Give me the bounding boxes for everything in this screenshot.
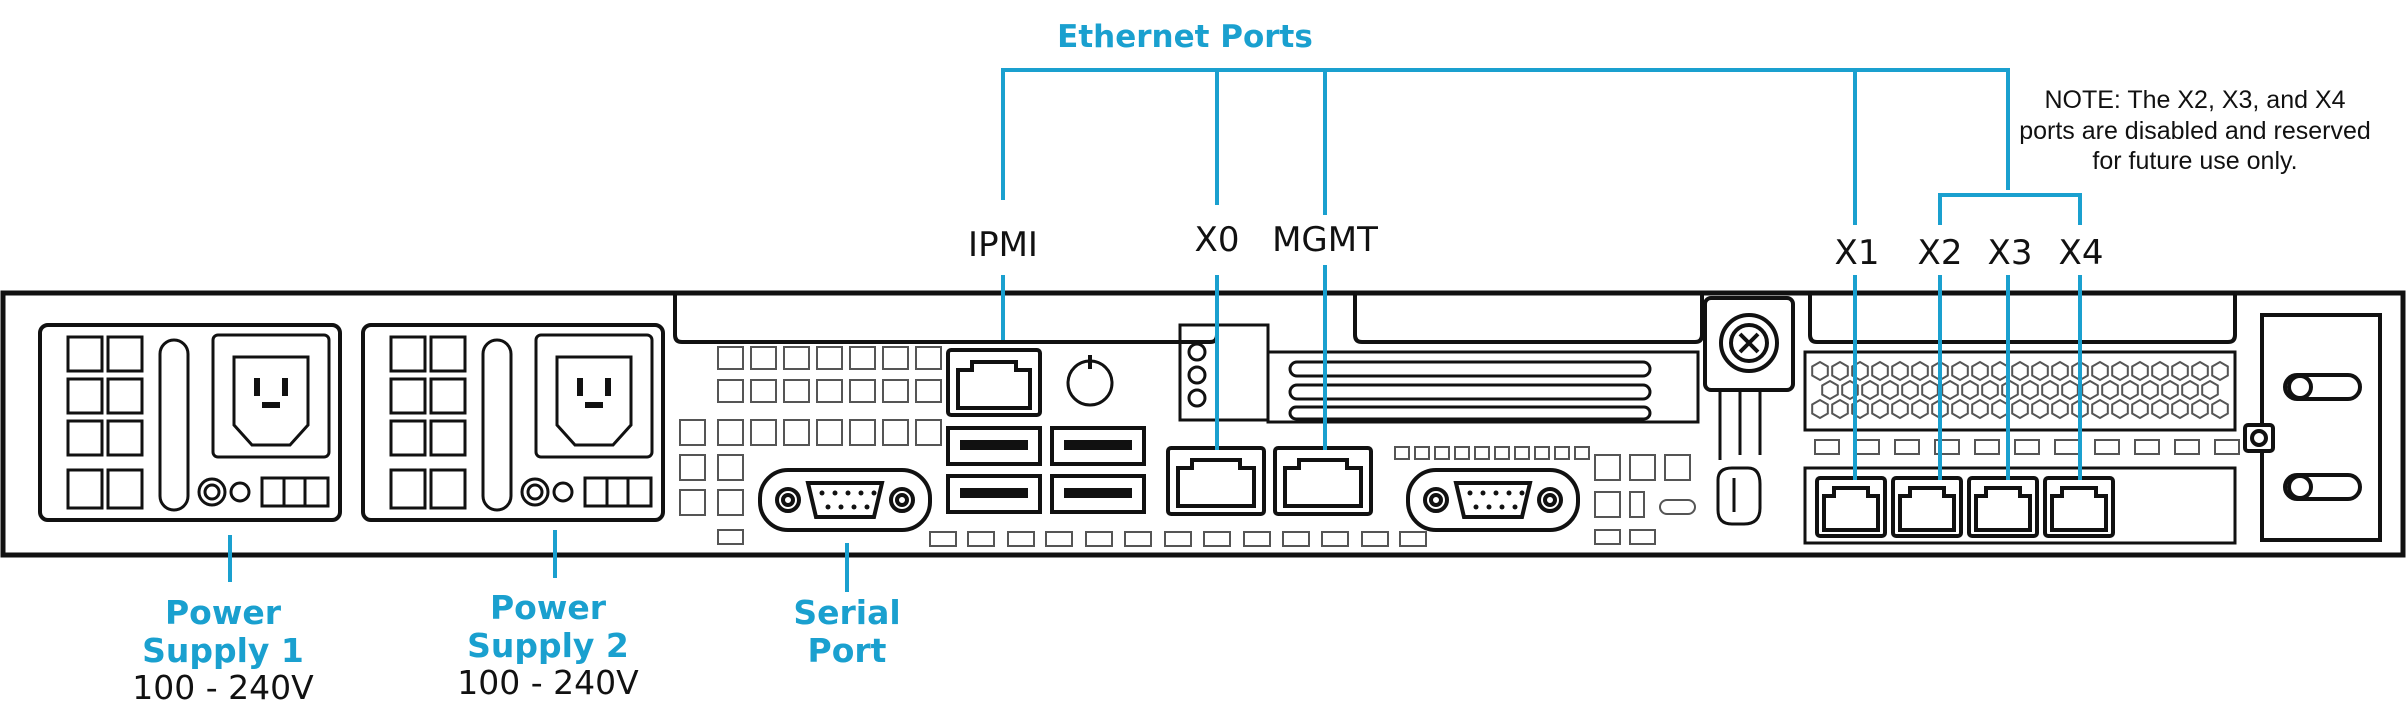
hex-vent-cell [2061,379,2079,401]
hex-vent-cell [1831,398,1849,420]
hex-vent-cell [1851,360,1869,382]
hex-vent-cell [1971,398,1989,420]
x3-port [1967,476,2039,538]
hex-vent-cell [2101,379,2119,401]
psu2-label-line1: Power [490,588,606,627]
psu2-voltage: 100 - 240V [457,663,639,702]
hex-vent-cell [2091,360,2109,382]
hex-vent-cell [1881,379,1899,401]
hex-vent-cell [1811,398,1829,420]
x2-port [1891,476,1963,538]
hex-vent-cell [2181,379,2199,401]
disabled-ports-note: NOTE: The X2, X3, and X4 ports are disab… [2019,86,2371,175]
hex-vent-cell [1841,379,1859,401]
hex-vent-cell [2171,360,2189,382]
x1-port [1815,476,1887,538]
serial-port-1 [758,468,932,532]
hex-vent-cell [2011,398,2029,420]
x0-port [1166,446,1266,516]
hex-vent-cell [2131,360,2149,382]
ethernet-ports-title: Ethernet Ports [1057,19,1313,55]
hex-vent-cell [2201,379,2219,401]
port-label-x3: X3 [1987,233,2033,273]
psu2-label-line2: Supply 2 [467,625,629,665]
hex-vent-cell [1831,360,1849,382]
hex-vent-cell [1851,398,1869,420]
hex-vent-cell [1891,398,1909,420]
port-label-x1: X1 [1834,233,1880,273]
serial-port-label: Serial Port [793,594,900,670]
hex-vent-cell [1871,398,1889,420]
hex-vent-cell [2041,379,2059,401]
rack-handle [2243,313,2382,542]
hex-vent-cell [1961,379,1979,401]
psu1-label-line1: Power [165,593,281,632]
hex-vent-cell [1971,360,1989,382]
hex-vent-cell [1921,379,1939,401]
port-label-x0: X0 [1194,220,1240,260]
hex-vent-cell [1941,379,1959,401]
hex-vent-cell [2191,398,2209,420]
hex-vent-cell [2151,360,2169,382]
hex-vent-cell [1861,379,1879,401]
hex-vent-cell [2211,398,2229,420]
x4-port [2043,476,2115,538]
hex-vent-cell [2051,398,2069,420]
hex-vent-cell [2011,360,2029,382]
hex-vent-cell [1821,379,1839,401]
hex-vent-cell [1951,360,1969,382]
vent-grid [679,346,942,545]
hex-vent-cell [1901,379,1919,401]
port-label-mgmt: MGMT [1272,220,1378,260]
hex-vent-cell [2141,379,2159,401]
hex-vent-cell [1951,398,1969,420]
serial-port-2 [1406,468,1580,532]
hex-vent-cell [1911,360,1929,382]
serial-label-line2: Port [807,630,887,670]
hex-vent-cell [1981,379,1999,401]
hex-vent-cell [2031,360,2049,382]
hex-vent-cell [2121,379,2139,401]
hex-vent-cell [1811,360,1829,382]
hex-vent-cell [2131,398,2149,420]
hex-vent-cell [2191,360,2209,382]
hex-vent-cell [2111,360,2129,382]
hex-vent-cell [1891,360,1909,382]
serial-label-line1: Serial [793,593,901,632]
hex-vent-cell [1911,398,1929,420]
port-label-ipmi: IPMI [968,225,1038,265]
power-supply-2 [361,323,665,522]
hex-vent-cell [2031,398,2049,420]
psu1-voltage: 100 - 240V [132,668,314,707]
psu1-label: Power Supply 1 [142,594,304,670]
ipmi-port [946,348,1042,417]
usb-ports [946,426,1146,514]
psu2-label: Power Supply 2 [467,589,629,665]
hex-vent-cell [2111,398,2129,420]
hex-vent [1811,360,2229,420]
psu1-label-line2: Supply 1 [142,630,304,670]
mgmt-port [1273,446,1373,516]
hex-vent-cell [2081,379,2099,401]
port-label-x2: X2 [1917,233,1963,273]
hex-vent-cell [2171,398,2189,420]
hex-vent-cell [2021,379,2039,401]
hex-vent-cell [2051,360,2069,382]
hex-vent-cell [1871,360,1889,382]
hex-vent-cell [2091,398,2109,420]
callout-lines [228,68,2082,592]
power-supply-1 [38,323,342,522]
hex-vent-cell [2161,379,2179,401]
hex-vent-cell [2211,360,2229,382]
port-label-x4: X4 [2058,233,2104,273]
hex-vent-cell [2151,398,2169,420]
